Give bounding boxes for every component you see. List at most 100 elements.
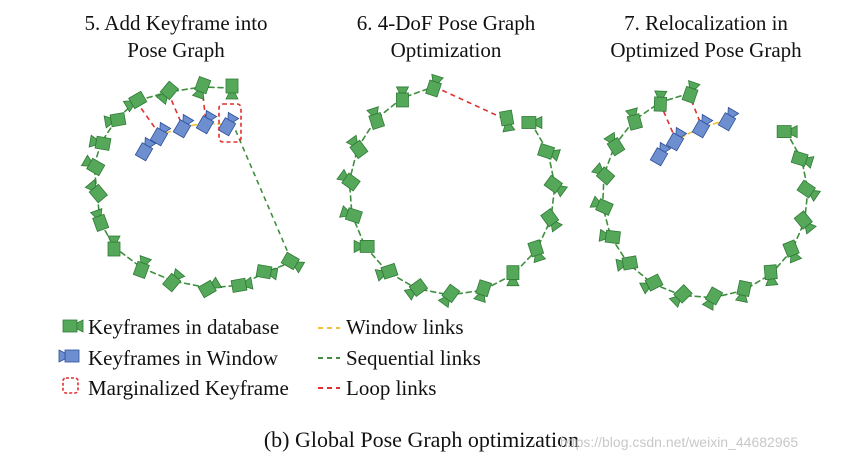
camera-lens xyxy=(809,190,822,203)
window-keyframe xyxy=(717,106,740,132)
db-keyframe xyxy=(527,239,547,264)
camera-lens xyxy=(701,300,714,311)
legend-loop-links-label: Loop links xyxy=(346,376,437,400)
db-keyframe xyxy=(162,267,186,293)
panel-title-add-keyframe: 5. Add Keyframe into Pose Graph xyxy=(46,10,306,64)
db-keyframe xyxy=(132,255,153,280)
db-keyframe xyxy=(701,286,724,311)
camera-body xyxy=(359,240,375,253)
camera-lens xyxy=(668,296,681,308)
db-keyframe xyxy=(506,265,520,287)
camera-lens xyxy=(591,162,603,175)
legend-window-keyframes-label: Keyframes in Window xyxy=(88,346,279,370)
db-keyframe xyxy=(499,109,516,133)
camera-lens xyxy=(603,131,616,143)
camera-lens xyxy=(182,113,195,125)
db-keyframe xyxy=(345,134,369,160)
camera-lens xyxy=(688,80,701,90)
db-keyframe xyxy=(540,208,563,233)
camera-lens xyxy=(556,185,569,198)
camera-lens xyxy=(159,121,172,133)
camera-lens xyxy=(431,73,444,84)
camera-body xyxy=(736,279,752,298)
legend-window-keyframe-icon xyxy=(58,349,80,363)
db-keyframe xyxy=(796,179,822,203)
camera-lens xyxy=(227,111,240,123)
panel-title-optimization: 6. 4-DoF Pose Graph Optimization xyxy=(316,10,576,64)
db-keyframe xyxy=(403,277,429,301)
window-keyframe xyxy=(217,111,240,137)
db-keyframe xyxy=(734,279,752,303)
db-keyframe xyxy=(339,205,363,224)
loop-link xyxy=(659,102,677,141)
window-keyframe xyxy=(134,136,157,162)
camera-body xyxy=(604,229,621,245)
window-keyframe xyxy=(649,141,672,167)
db-keyframe xyxy=(103,112,127,129)
sequential-links xyxy=(93,86,293,289)
db-keyframe xyxy=(155,80,179,106)
camera-lens xyxy=(89,208,103,218)
camera-lens xyxy=(506,279,520,287)
db-keyframe xyxy=(790,150,815,169)
camera-lens xyxy=(790,124,798,139)
legend-marginalized-icon xyxy=(62,377,79,394)
db-keyframe xyxy=(366,106,386,130)
camera-body xyxy=(653,96,668,112)
window-keyframe xyxy=(149,121,172,147)
loop-link xyxy=(433,85,508,121)
camera-lens xyxy=(727,106,740,118)
camera-lens xyxy=(765,278,779,287)
legend-db-keyframes-label: Keyframes in database xyxy=(88,315,280,339)
camera-lens xyxy=(353,239,361,254)
camera-lens xyxy=(403,288,415,301)
camera-lens xyxy=(473,293,486,304)
window-keyframe xyxy=(691,113,714,139)
keyframes-layer xyxy=(80,73,822,311)
camera-lens xyxy=(339,205,349,218)
camera-lens xyxy=(675,126,688,138)
camera-lens xyxy=(701,113,714,125)
camera-lens xyxy=(366,106,379,116)
panel-title-line2: Optimized Pose Graph xyxy=(610,38,802,62)
panel-title-line1: 5. Add Keyframe into xyxy=(84,11,268,35)
camera-lens xyxy=(615,258,624,272)
db-keyframe xyxy=(122,90,148,113)
db-keyframe xyxy=(280,251,306,274)
camera-lens xyxy=(205,109,218,121)
db-keyframe xyxy=(353,239,375,254)
camera-body xyxy=(64,349,80,363)
camera-lens xyxy=(598,228,607,242)
camera-body xyxy=(499,109,515,127)
camera-body xyxy=(521,116,537,129)
camera-lens xyxy=(244,276,254,290)
db-keyframe xyxy=(89,208,110,233)
panel-title-relocalization: 7. Relocalization in Optimized Pose Grap… xyxy=(576,10,836,64)
camera-body xyxy=(230,277,248,293)
window-keyframe xyxy=(665,126,688,152)
marginalized-keyframe-box xyxy=(218,103,242,143)
db-keyframe xyxy=(230,276,254,293)
panel-title-line1: 6. 4-DoF Pose Graph xyxy=(356,11,536,35)
camera-lens xyxy=(624,107,638,117)
panel-title-line2: Pose Graph xyxy=(127,38,225,62)
camera-lens xyxy=(76,319,84,333)
db-keyframe xyxy=(639,273,664,295)
camera-body xyxy=(94,135,112,151)
camera-lens xyxy=(550,221,563,233)
camera-lens xyxy=(589,195,600,208)
camera-lens xyxy=(144,136,157,148)
camera-body xyxy=(109,112,127,128)
camera-lens xyxy=(734,294,748,303)
camera-lens xyxy=(437,296,450,309)
camera-lens xyxy=(395,86,410,94)
camera-lens xyxy=(269,267,279,281)
db-keyframe xyxy=(681,80,701,104)
camera-lens xyxy=(659,141,672,153)
window-keyframe xyxy=(172,113,195,139)
camera-lens xyxy=(103,115,113,129)
camera-body xyxy=(255,264,273,280)
camera-lens xyxy=(789,253,803,264)
db-keyframe xyxy=(782,239,803,264)
